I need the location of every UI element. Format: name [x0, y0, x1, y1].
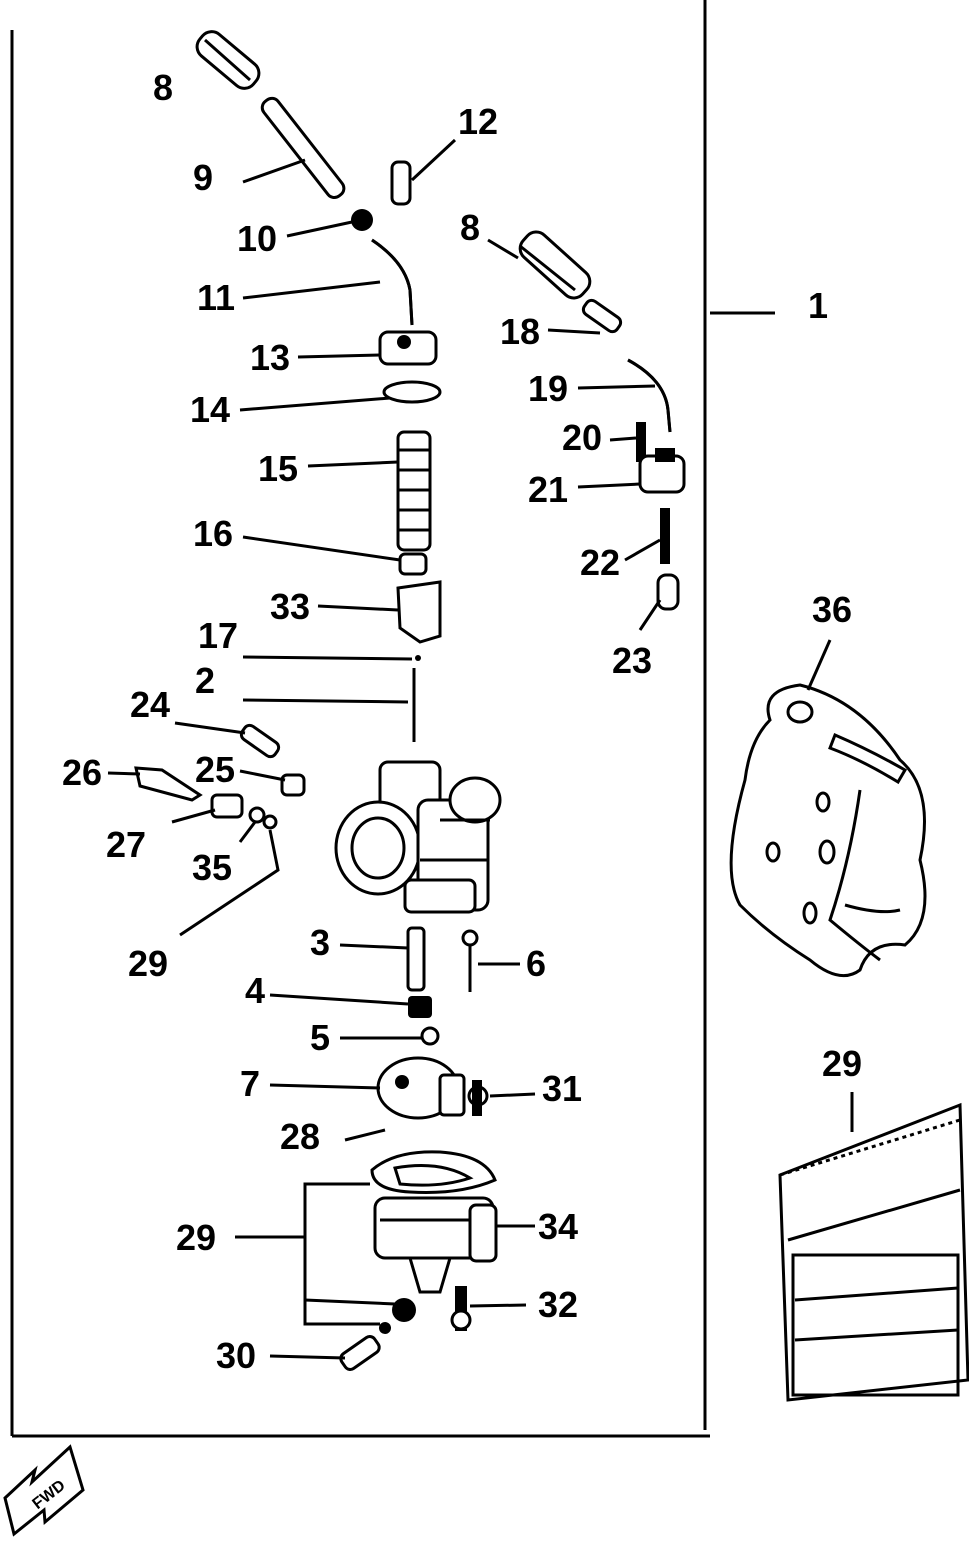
label-8-right: 8 [460, 207, 480, 248]
part-28-float-pin [344, 1128, 386, 1142]
label-29-hose: 29 [128, 943, 168, 984]
part-24-screw [239, 723, 281, 759]
label-4: 4 [245, 970, 265, 1011]
part-21-cap [638, 448, 686, 494]
label-17: 17 [198, 615, 238, 656]
label-18: 18 [500, 311, 540, 352]
label-2: 2 [195, 660, 215, 701]
label-33: 33 [270, 586, 310, 627]
label-3: 3 [310, 922, 330, 963]
label-32: 32 [538, 1284, 578, 1325]
label-13: 13 [250, 337, 290, 378]
label-7: 7 [240, 1063, 260, 1104]
part-31-screw [467, 1080, 489, 1116]
label-12: 12 [458, 101, 498, 142]
label-22: 22 [580, 542, 620, 583]
label-26: 26 [62, 752, 102, 793]
label-30: 30 [216, 1335, 256, 1376]
part-8-right-hose-clip [518, 230, 592, 300]
part-12-screw [390, 138, 457, 206]
part-carburetor-body [334, 760, 502, 914]
part-16-retainer [398, 552, 428, 576]
part-float-chamber [370, 1150, 498, 1294]
label-20: 20 [562, 417, 602, 458]
part-35-o-ring [248, 806, 266, 824]
part-29-kit-bag [778, 1102, 969, 1402]
label-8-left: 8 [153, 67, 173, 108]
part-22-spring [660, 508, 670, 564]
label-35: 35 [192, 847, 232, 888]
part-4-main-jet [408, 996, 432, 1018]
part-29-drain-plug [392, 1298, 416, 1322]
label-24: 24 [130, 684, 170, 725]
label-1: 1 [808, 285, 828, 326]
label-27: 27 [106, 824, 146, 865]
part-9-tube [260, 96, 346, 200]
label-25: 25 [195, 749, 235, 790]
fwd-arrow-icon: FWD [3, 1444, 85, 1537]
label-16: 16 [193, 513, 233, 554]
label-31: 31 [542, 1068, 582, 1109]
label-21: 21 [528, 469, 568, 510]
part-13-top-cap [378, 330, 438, 366]
label-14: 14 [190, 389, 230, 430]
part-25-cap [280, 773, 306, 797]
part-36-cover [729, 683, 927, 978]
part-30-drain-screw [339, 1335, 381, 1371]
label-15: 15 [258, 448, 298, 489]
part-3-needle-jet [406, 926, 426, 992]
label-10: 10 [237, 218, 277, 259]
part-15-spring [396, 430, 432, 552]
part-7-float [376, 1056, 466, 1120]
part-32-screw [450, 1286, 472, 1331]
label-6: 6 [526, 943, 546, 984]
part-23-starter-plunger [656, 573, 680, 611]
label-29-chamber: 29 [176, 1217, 216, 1258]
part-10-ball [351, 209, 373, 231]
part-5-washer [420, 1026, 440, 1046]
callout-labels: 1 2 3 4 5 6 7 8 8 9 10 11 12 13 14 15 16… [62, 67, 862, 1376]
part-20-screw [636, 422, 646, 462]
assembly-frame [10, 0, 775, 1438]
part-33-throttle-valve [396, 580, 442, 644]
part-8-fuel-hose-clip [195, 30, 261, 90]
label-23: 23 [612, 640, 652, 681]
part-27-spring [210, 793, 244, 819]
label-28: 28 [280, 1116, 320, 1157]
label-9: 9 [193, 157, 213, 198]
part-17-clip [415, 655, 421, 661]
part-14-gasket [382, 380, 442, 404]
label-29-kit: 29 [822, 1043, 862, 1084]
label-5: 5 [310, 1017, 330, 1058]
part-26-pilot-screw [134, 766, 203, 802]
part-6-screw [461, 929, 479, 992]
label-34: 34 [538, 1206, 578, 1247]
label-19: 19 [528, 368, 568, 409]
label-11: 11 [197, 277, 235, 318]
label-36: 36 [812, 589, 852, 630]
part-18-jet [581, 298, 623, 334]
